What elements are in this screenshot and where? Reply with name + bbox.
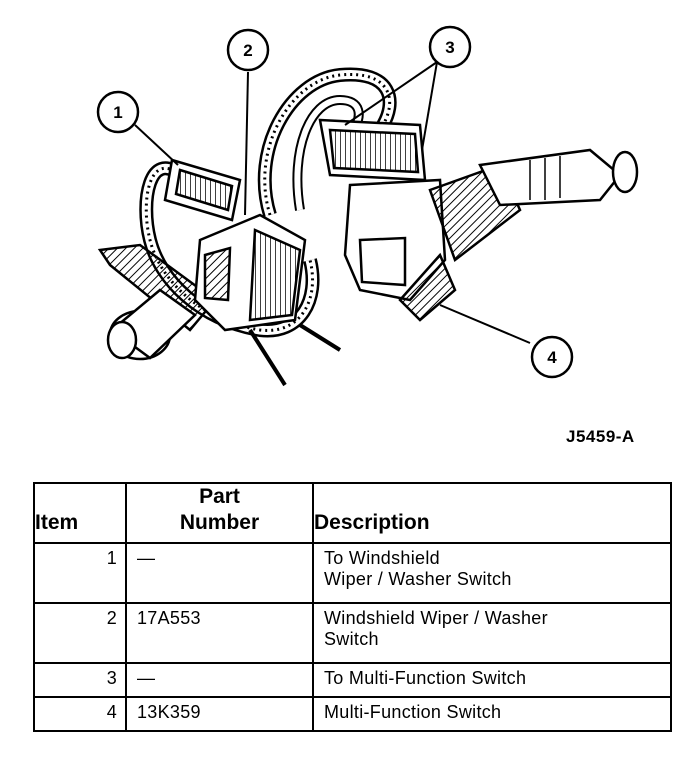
callout-2-label: 2 [243,41,252,60]
header-item: Item [33,482,127,544]
callout-1-label: 1 [113,103,122,122]
row-description-line1: To Windshield [324,548,440,568]
callout-1: 1 [96,90,140,134]
row-item: 4 [33,696,127,732]
callout-4-label: 4 [547,348,557,367]
row-description-line2: Wiper / Washer Switch [324,569,512,589]
steering-column-switch-illustration: 1 2 3 4 [96,25,639,387]
callout-4: 4 [530,335,574,379]
row-description: Multi-Function Switch [312,696,672,732]
header-description: Description [312,482,672,544]
table-row: 3 — To Multi-Function Switch [33,662,672,698]
table-row: 2 17A553 Windshield Wiper / Washer Switc… [33,602,672,664]
row-description: Windshield Wiper / Washer Switch [312,602,672,664]
connector-3 [318,118,427,182]
callout-3: 3 [428,25,472,69]
figure-id: J5459-A [566,427,635,446]
exploded-diagram: 1 2 3 4 [96,25,639,387]
row-item: 2 [33,602,127,664]
wiring-harness-top [257,67,397,218]
multi-function-switch [343,148,639,322]
table-header-row: Item Part Number Description [33,482,672,544]
leader-lines [134,61,531,344]
header-part-line1: Part [199,485,240,508]
row-description: To Windshield Wiper / Washer Switch [312,542,672,604]
callout-2: 2 [226,28,270,72]
callout-3-label: 3 [445,38,454,57]
header-part-number: Part Number [125,482,314,544]
row-description-line2: Switch [324,629,379,649]
row-description-line1: Windshield Wiper / Washer [324,608,548,628]
header-part-line2: Number [179,511,260,534]
table-row: 4 13K359 Multi-Function Switch [33,696,672,732]
steering-column-shaft [97,243,217,361]
row-item: 1 [33,542,127,604]
row-description: To Multi-Function Switch [312,662,672,698]
parts-table: Item Part Number Description 1 — To Wind… [33,482,672,732]
row-part-number: 17A553 [125,602,314,664]
table-row: 1 — To Windshield Wiper / Washer Switch [33,542,672,604]
row-item: 3 [33,662,127,698]
connector-1 [163,158,242,222]
row-part-number: 13K359 [125,696,314,732]
wiper-washer-switch [193,213,342,387]
row-part-number: — [125,662,314,698]
row-part-number: — [125,542,314,604]
